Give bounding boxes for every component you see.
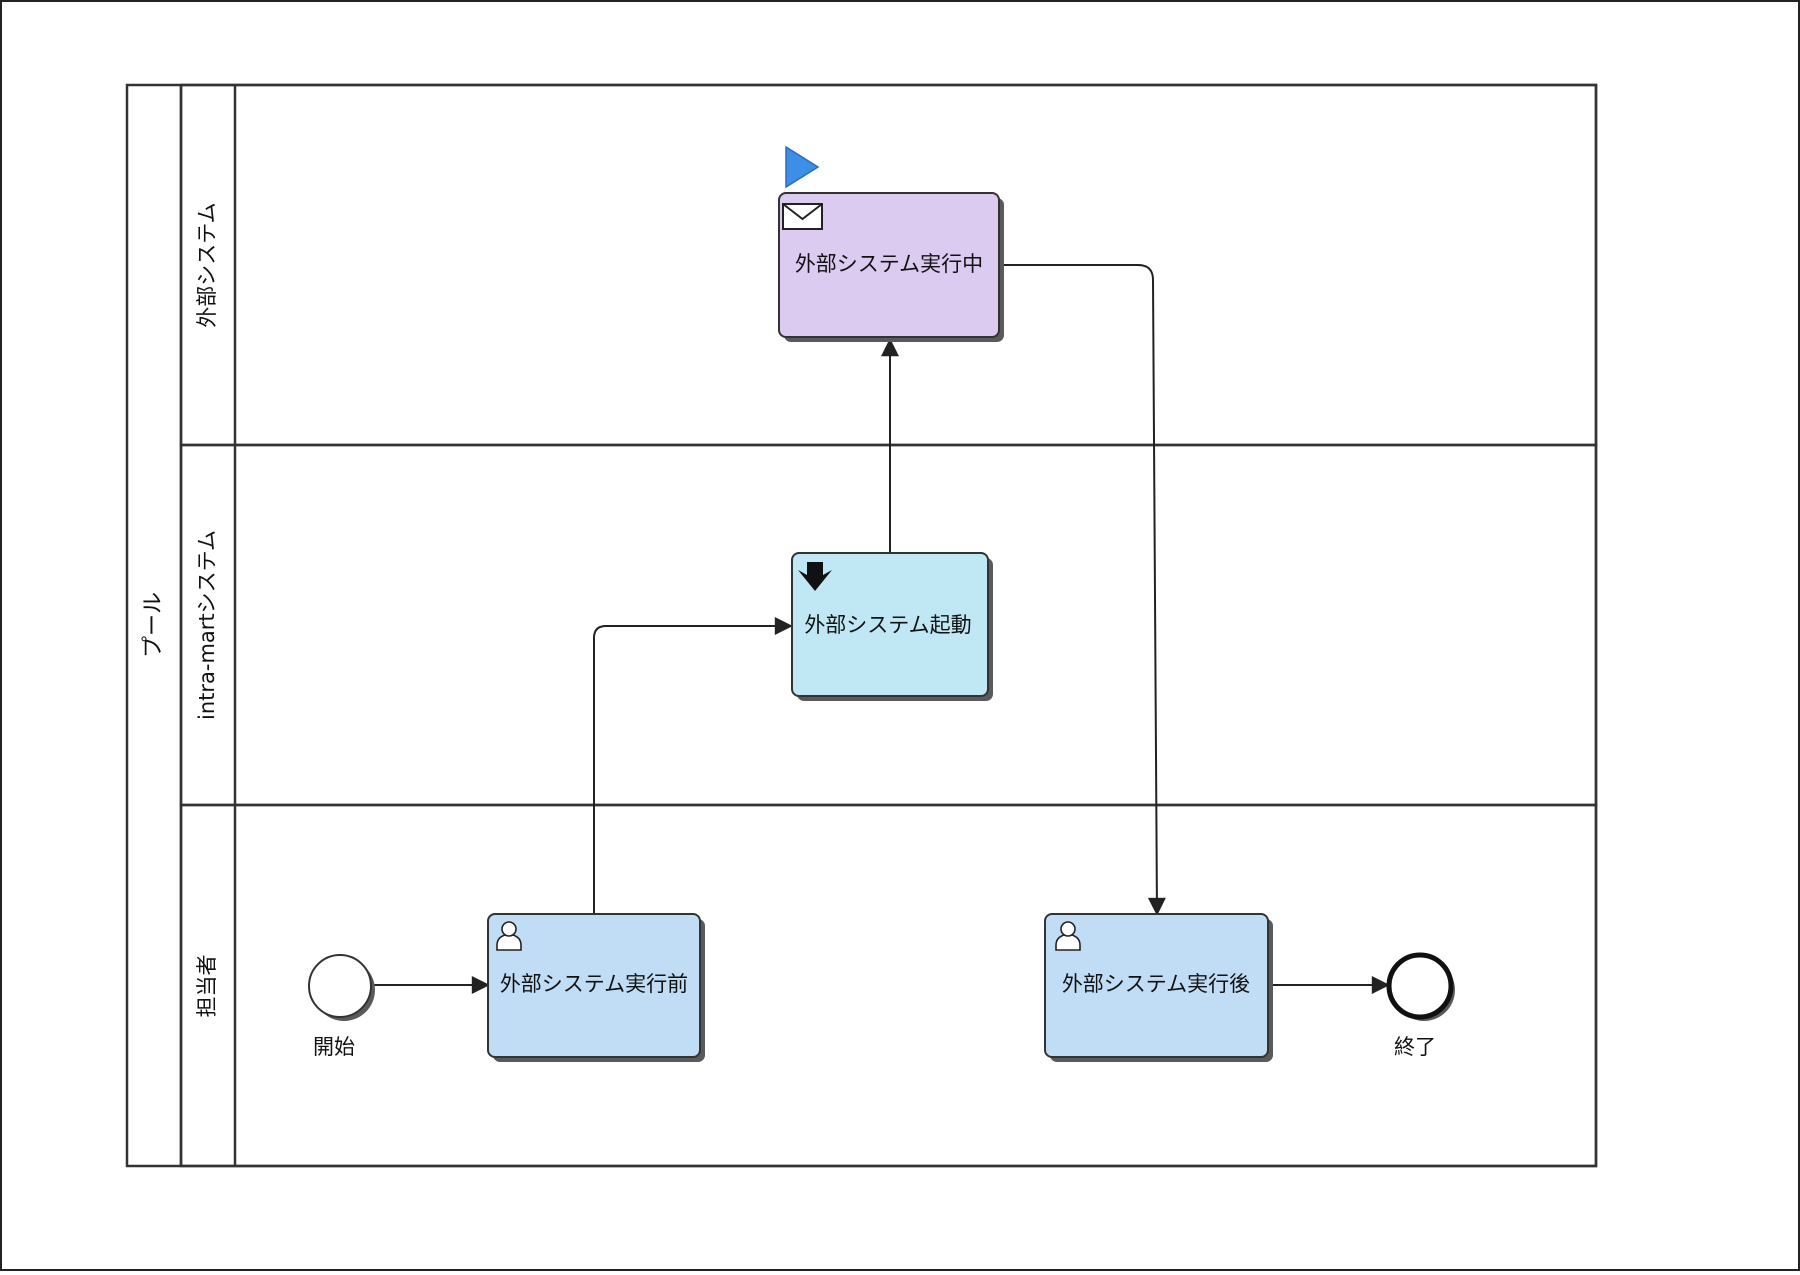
lane-intramart-system[interactable]: intra-martシステム [179,443,1598,807]
task-label: 外部システム実行前 [500,972,688,996]
task-after-external[interactable]: 外部システム実行後 [1044,913,1273,1062]
task-external-running[interactable]: 外部システム実行中 [778,192,1004,342]
task-label: 外部システム起動 [804,613,971,637]
lane-label-external: 外部システム [195,202,219,327]
down-arrow-icon [798,562,832,591]
task-label: 外部システム実行後 [1062,972,1250,996]
flow-before-to-start-external[interactable] [593,617,793,914]
lane-label-person: 担当者 [195,955,219,1018]
play-flag-icon [785,145,820,189]
pool-label: プール [141,592,166,658]
start-event[interactable] [308,954,375,1021]
lane-person-in-charge[interactable]: 担当者 [179,803,1598,1168]
user-icon [496,921,522,951]
start-event-label: 開始 [313,1035,355,1059]
task-external-start[interactable]: 外部システム起動 [791,552,993,701]
end-event[interactable] [1386,952,1455,1021]
task-label: 外部システム実行中 [795,252,983,276]
sequence-flows [373,264,1390,994]
user-icon [1055,921,1081,951]
end-event-label: 終了 [1394,1035,1436,1059]
message-envelope-icon [782,203,823,230]
task-before-external[interactable]: 外部システム実行前 [487,913,705,1062]
lane-label-intramart: intra-martシステム [195,530,219,720]
flow-running-to-after[interactable] [1002,264,1166,916]
